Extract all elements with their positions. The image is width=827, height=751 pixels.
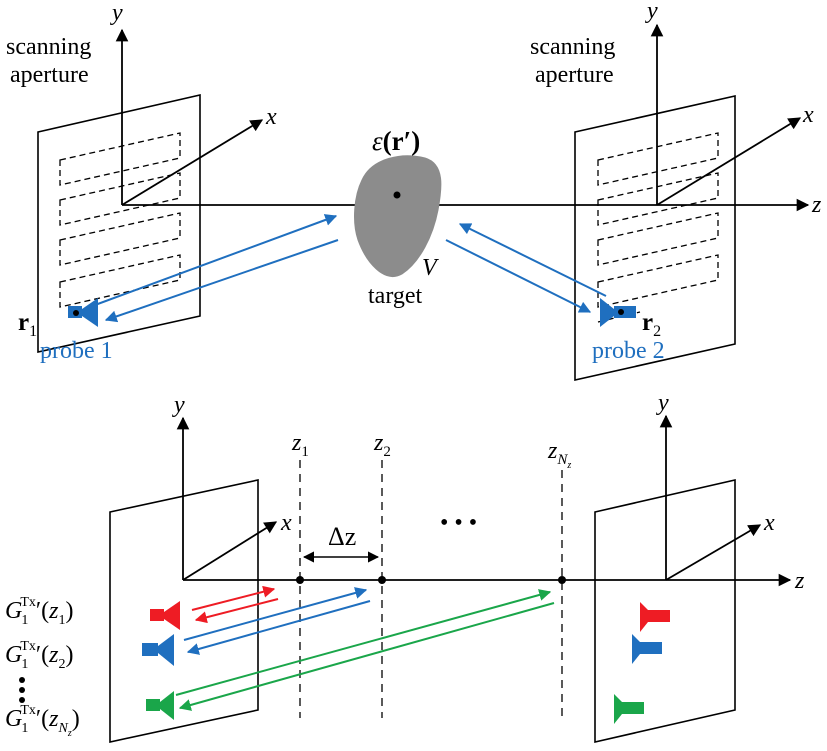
blue-probe-left-icon	[142, 634, 174, 666]
top-right-x-label: x	[802, 102, 814, 128]
epsilon-label: ε(r′)	[372, 126, 420, 156]
right-aperture-label-line1: scanning	[530, 34, 615, 60]
probe2-icon	[600, 298, 636, 327]
zN-label: zNz	[547, 438, 571, 471]
probe1-label: probe 1	[40, 338, 113, 364]
green-probe-right-icon	[614, 694, 644, 724]
g-label-row-1: G1Tx′(z1)	[5, 595, 74, 628]
top-z-label: z	[811, 192, 822, 218]
blue-forward-arrow	[183, 587, 368, 641]
volume-label: V	[422, 255, 439, 281]
bottom-left-y-label: y	[172, 392, 185, 418]
bottom-diagram: y x y x z z1 z2 zNz Δz • • • G1Tx′(z1) G…	[5, 390, 805, 744]
top-right-x-axis	[656, 117, 802, 206]
bottom-left-x-axis	[182, 521, 278, 581]
g-rows-vertical-ellipsis	[19, 677, 25, 703]
green-return-arrow	[178, 602, 555, 711]
target-center-dot	[393, 191, 401, 199]
bottom-right-x-label: x	[763, 510, 775, 536]
bottom-right-plane	[594, 478, 736, 744]
bottom-right-x-axis	[665, 524, 762, 581]
probe1-return-arrow	[104, 239, 339, 323]
red-probe-left-icon	[150, 601, 180, 630]
top-left-x-axis	[121, 119, 264, 206]
red-forward-arrow	[191, 585, 276, 611]
delta-z-label: Δz	[328, 522, 356, 551]
left-aperture-label-line1: scanning	[6, 34, 91, 60]
g-label-row-3: G1Tx′(zNz)	[5, 703, 80, 739]
bottom-left-plane	[109, 479, 259, 743]
green-forward-arrow	[175, 589, 552, 696]
probe1-icon	[68, 298, 98, 327]
probe2-label: probe 2	[592, 338, 665, 364]
target-label: target	[368, 283, 423, 309]
left-aperture-label-line2: aperture	[10, 62, 89, 88]
z1-point	[296, 576, 304, 584]
red-probe-right-icon	[640, 602, 670, 632]
blue-return-arrow	[186, 600, 371, 655]
bottom-right-y-label: y	[656, 390, 669, 416]
right-aperture-label-line2: aperture	[535, 62, 614, 88]
zN-point	[558, 576, 566, 584]
probe2-forward-arrow	[445, 239, 592, 313]
right-aperture-plane	[574, 95, 736, 381]
probe1-forward-arrow	[94, 214, 338, 306]
top-left-y-label: y	[110, 0, 123, 26]
right-scan-path	[597, 132, 719, 323]
red-return-arrow	[194, 598, 279, 624]
z2-label: z2	[373, 430, 391, 460]
g-label-row-2: G1Tx′(z2)	[5, 639, 74, 672]
top-diagram: scanning aperture scanning aperture y x …	[6, 0, 822, 381]
green-probe-left-icon	[146, 691, 174, 720]
bottom-left-x-label: x	[280, 510, 292, 536]
r1-label: r1	[18, 309, 37, 340]
top-left-x-label: x	[265, 104, 277, 130]
z1-label: z1	[291, 430, 309, 460]
blue-probe-right-icon	[632, 634, 662, 664]
left-scan-path	[59, 132, 181, 308]
probe2-return-arrow	[458, 223, 607, 297]
z2-point	[378, 576, 386, 584]
bottom-z-label: z	[794, 568, 805, 594]
left-aperture-plane	[37, 93, 201, 353]
top-right-y-label: y	[645, 0, 658, 24]
ellipsis-dots: • • •	[440, 510, 477, 536]
target-blob	[354, 155, 442, 277]
r2-label: r2	[642, 309, 661, 340]
